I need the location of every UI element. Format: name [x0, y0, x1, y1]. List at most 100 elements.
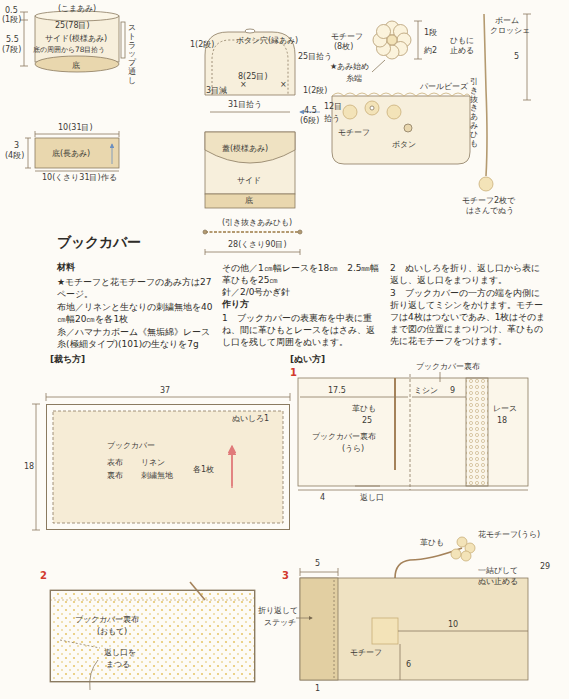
step-number: 2	[40, 570, 47, 582]
piece-label: ブックカバー裏布	[75, 615, 139, 625]
bag-flap-figure	[203, 29, 320, 255]
drawing-stroke	[461, 551, 471, 561]
dimension-label: 5.5	[6, 35, 19, 45]
drawing-stroke	[298, 490, 528, 491]
drawing-stroke	[205, 194, 295, 208]
dimension-label: モチーフ	[350, 648, 382, 658]
motif-figure	[372, 21, 422, 72]
drawing-stroke	[203, 230, 207, 234]
drawing-stroke	[53, 411, 283, 523]
dimension-label: 10(くさり31目)作る	[42, 173, 117, 183]
sewing-step2-figure	[50, 582, 255, 690]
dimension-label: 3目減	[206, 86, 227, 96]
drawing-stroke	[190, 582, 205, 600]
instruction-text: 針／2/0号かぎ針	[222, 286, 290, 298]
dimension-label: ぬい止める	[478, 577, 518, 587]
drawing-stroke	[451, 549, 461, 559]
pattern-piece: ブックカバー裏布 (おもて)	[50, 590, 255, 682]
dimension-label: 1	[315, 684, 320, 694]
dimension-label: 5	[315, 559, 320, 569]
dimension-label: 25(78目)	[55, 21, 90, 31]
bag-side-figure	[20, 11, 125, 171]
drawing-stroke	[479, 177, 493, 191]
dimension-label: 1(2段)	[190, 40, 214, 50]
drawing-stroke	[25, 131, 119, 171]
dimension-label: 10(31目)	[58, 123, 93, 133]
drawing-stroke	[35, 138, 119, 168]
dimension-label: 4	[320, 493, 325, 503]
dimension-label: (4段)	[5, 151, 24, 161]
drawing-stroke	[334, 580, 335, 678]
drawing-stroke	[112, 144, 113, 164]
dimension-label: ★あみ始め	[330, 62, 369, 72]
drawing-stroke	[205, 132, 295, 163]
dimension-label: 31目拾う	[228, 100, 262, 110]
dimension-label: 引き抜きあみひも	[470, 78, 478, 148]
instruction-text: 1 ブックカバーの表裏布を中表に重ね、間に革ひもとレースをはさみ、返し口を残して…	[222, 312, 382, 348]
drawing-stroke	[50, 600, 255, 601]
dimension-label: モチーフ	[338, 128, 370, 138]
drawing-stroke	[410, 374, 411, 490]
piece-label: リネン	[141, 458, 165, 468]
drawing-stroke	[343, 101, 401, 119]
drawing-stroke	[395, 548, 462, 578]
drawing-stroke	[300, 578, 528, 680]
section-heading: [裁ち方]	[50, 354, 85, 365]
dimension-label: 4.5	[304, 106, 317, 116]
dimension-label: 底の周囲から78目拾う	[33, 46, 105, 55]
instruction-text: その他／1㎝幅レースを18㎝ 2.5㎜幅革ひもを25㎝	[222, 262, 382, 286]
drawing-stroke	[394, 378, 396, 470]
dimension-label: 5	[514, 52, 519, 62]
dimension-label: (6段)	[300, 116, 319, 126]
dimension-label: レース	[493, 404, 517, 414]
dimension-label: 花モチーフ(うら)	[478, 530, 540, 540]
dimension-label: ブックカバー裏布	[416, 362, 480, 372]
pattern-piece: 底(長あみ)	[35, 138, 119, 168]
dimension-label: 折り返して	[258, 606, 298, 616]
dimension-label: (7段)	[2, 45, 21, 55]
dimension-label: 29	[540, 562, 550, 572]
dimension-label: ぬいしろ1	[232, 414, 269, 424]
drawing-stroke	[231, 448, 232, 488]
dimension-label: 25目拾う	[298, 52, 332, 62]
drawing-stroke	[332, 93, 470, 96]
drawing-stroke	[343, 105, 357, 119]
dimension-label: 約2	[424, 46, 437, 56]
dimension-label: 6	[406, 660, 411, 670]
dimension-label: 拾う	[324, 114, 340, 124]
dimension-label: クロッシェ	[490, 26, 530, 36]
dimension-label: (縁あみ)	[268, 36, 298, 46]
drawing-stroke	[387, 35, 397, 45]
drawing-stroke	[298, 378, 528, 486]
dimension-label: 革ひも	[420, 538, 444, 548]
drawing-stroke	[300, 578, 338, 680]
dimension-label: ステッチ	[264, 618, 296, 628]
dimension-label: はさんでぬう	[466, 206, 514, 216]
drawing-stroke	[300, 397, 466, 486]
dimension-label: サイド	[237, 176, 261, 186]
dimension-label: 0.5	[5, 6, 18, 16]
dimension-label: 蓋(模様あみ)	[222, 144, 268, 154]
dimension-label: 28(くさり90目)	[228, 240, 287, 250]
dimension-label: ×	[240, 80, 247, 90]
dimension-label: (1段)	[2, 15, 21, 25]
dimension-label: 25	[362, 416, 372, 426]
dimension-label: 18	[497, 416, 507, 426]
piece-label: (おもて)	[97, 627, 127, 637]
drawing-stroke	[484, 14, 487, 176]
drawing-stroke	[205, 231, 300, 233]
dimension-label: ボーム	[495, 16, 519, 26]
piece-label: 底(長あみ)	[52, 149, 90, 159]
drawing-stroke	[35, 56, 119, 72]
dimension-label: 12目	[324, 102, 342, 112]
dimension-label: (引き抜きあみひも)	[222, 218, 292, 228]
dimension-label: ×	[280, 80, 287, 90]
dimension-label: (こまあみ)	[58, 4, 96, 14]
instruction-text: 2 ぬいしろを折り、返し口から表に返し、返し口をまつります。	[390, 262, 546, 286]
dimension-label: モチーフ2枚で	[462, 196, 515, 206]
dimension-label: 一結びして	[478, 566, 518, 576]
drawing-stroke	[404, 124, 412, 132]
sewing-step3-figure	[296, 568, 528, 680]
drawing-stroke	[205, 132, 295, 194]
drawing-stroke	[372, 21, 422, 72]
